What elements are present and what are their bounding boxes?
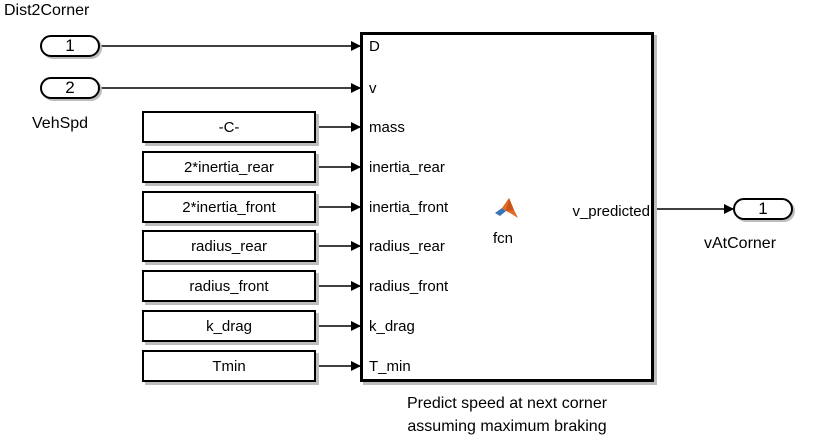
- constant-radius-front-value: radius_front: [189, 277, 269, 295]
- input-port-radius-front: radius_front: [369, 278, 449, 295]
- input-port-k-drag: k_drag: [369, 318, 415, 335]
- constant-mass-block[interactable]: -C-: [142, 111, 316, 143]
- input-port-mass: mass: [369, 119, 405, 136]
- constant-radius-rear-block[interactable]: radius_rear: [142, 230, 316, 262]
- constant-inertia-rear-value: 2*inertia_rear: [183, 158, 275, 176]
- input-port-t-min: T_min: [369, 358, 411, 375]
- constant-radius-front-block[interactable]: radius_front: [142, 270, 316, 302]
- output-port-v-predicted: v_predicted: [572, 203, 650, 220]
- function-name: fcn: [493, 230, 514, 247]
- matlab-logo-icon: [495, 198, 518, 218]
- outport-1-block[interactable]: 1: [733, 198, 793, 220]
- outport-1-name: vAtCorner: [704, 235, 777, 252]
- inport-1-block[interactable]: 1: [40, 35, 100, 57]
- outport-1-number: 1: [758, 199, 768, 218]
- inport-2-number: 2: [65, 78, 75, 97]
- function-caption-line-1: Predict speed at next corner: [406, 395, 608, 412]
- inport-1-name: Dist2Corner: [4, 2, 90, 19]
- constant-mass-value: -C-: [218, 118, 240, 136]
- input-port-inertia-rear: inertia_rear: [369, 159, 445, 176]
- constant-k-drag-value: k_drag: [206, 317, 252, 335]
- constant-tmin-block[interactable]: Tmin: [142, 350, 316, 382]
- constant-radius-rear-value: radius_rear: [191, 237, 267, 255]
- function-caption-line-2: assuming maximum braking: [407, 418, 607, 435]
- inport-1-number: 1: [65, 36, 75, 55]
- constant-inertia-rear-block[interactable]: 2*inertia_rear: [142, 151, 316, 183]
- input-port-radius-rear: radius_rear: [369, 238, 445, 255]
- input-port-d: D: [369, 38, 380, 55]
- constant-k-drag-block[interactable]: k_drag: [142, 310, 316, 342]
- constant-inertia-front-value: 2*inertia_front: [182, 198, 276, 216]
- constant-tmin-value: Tmin: [212, 357, 246, 375]
- inport-2-name: VehSpd: [32, 115, 89, 132]
- constant-inertia-front-block[interactable]: 2*inertia_front: [142, 191, 316, 223]
- input-port-inertia-front: inertia_front: [369, 199, 449, 216]
- input-port-v: v: [369, 80, 377, 97]
- inport-2-block[interactable]: 2: [40, 77, 100, 99]
